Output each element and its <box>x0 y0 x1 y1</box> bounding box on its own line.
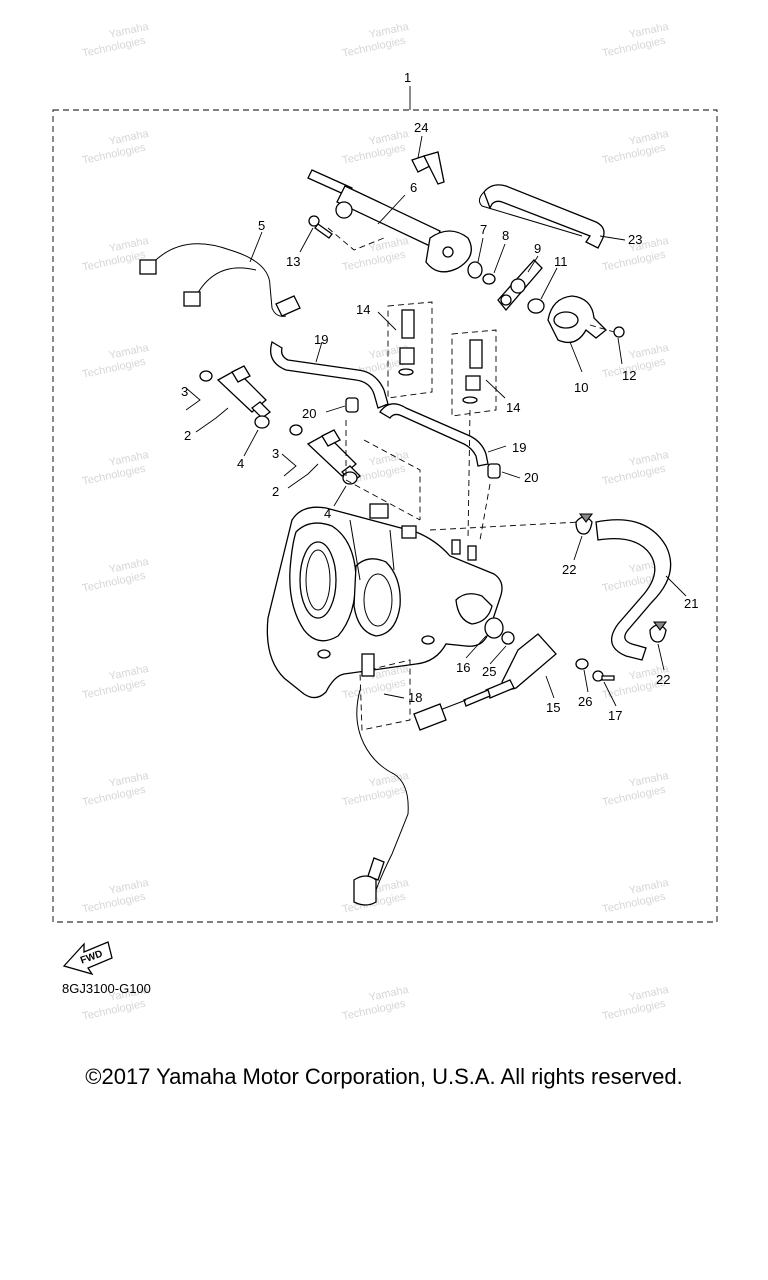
callout-25: 25 <box>482 664 496 679</box>
part-19-hose-b <box>379 403 507 467</box>
part-20-cap-a <box>325 397 359 413</box>
watermark-text: YamahaTechnologies <box>599 877 674 916</box>
callout-2a: 2 <box>184 428 191 443</box>
callout-26: 26 <box>578 694 592 709</box>
callout-1: 1 <box>404 70 411 85</box>
part-15-sensor <box>413 633 557 731</box>
callout-23: 23 <box>628 232 642 247</box>
callout-10: 10 <box>574 380 588 395</box>
watermark-text: YamahaTechnologies <box>79 128 154 167</box>
watermark-text: YamahaTechnologies <box>79 556 154 595</box>
watermark-text: YamahaTechnologies <box>599 984 674 1023</box>
watermark-text: YamahaTechnologies <box>79 342 154 381</box>
watermark-text: YamahaTechnologies <box>79 21 154 60</box>
callout-21: 21 <box>684 596 698 611</box>
watermark-text: YamahaTechnologies <box>339 128 414 167</box>
watermark-text: YamahaTechnologies <box>339 984 414 1023</box>
part-25-collar <box>489 631 515 665</box>
part-4-seal-b <box>333 471 358 507</box>
callout-14a: 14 <box>356 302 370 317</box>
callout-4b: 4 <box>324 506 331 521</box>
callout-12: 12 <box>622 368 636 383</box>
watermark-text: YamahaTechnologies <box>339 770 414 809</box>
part-16-oring <box>465 617 504 659</box>
part-22-clamp-b <box>649 621 668 671</box>
part-21-hose <box>595 519 687 661</box>
part-8-oring <box>482 243 506 285</box>
watermark-text: YamahaTechnologies <box>599 449 674 488</box>
part-2-injector-b <box>281 429 361 489</box>
part-5-harness <box>139 231 301 317</box>
callout-6: 6 <box>410 180 417 195</box>
fwd-arrow-icon: FWD <box>62 941 113 976</box>
callout-3a: 3 <box>181 384 188 399</box>
part-24-clip <box>411 135 445 185</box>
watermark-text: YamahaTechnologies <box>339 21 414 60</box>
callout-layer: 1 2 2 3 3 4 4 5 6 7 8 9 10 11 12 13 14 1… <box>181 70 698 723</box>
callout-22b: 22 <box>656 672 670 687</box>
part-17-screw <box>592 670 617 707</box>
callout-2b: 2 <box>272 484 279 499</box>
assembly-boundary <box>52 109 718 923</box>
callout-17: 17 <box>608 708 622 723</box>
callout-20b: 20 <box>524 470 538 485</box>
part-6-fuel-rail <box>307 169 472 273</box>
part-7-grommet <box>467 237 484 279</box>
part-10-pressure-regulator <box>547 295 607 373</box>
part-12-screw <box>589 324 625 365</box>
callout-22a: 22 <box>562 562 576 577</box>
callout-15: 15 <box>546 700 560 715</box>
part-14-filter-kit-a <box>377 301 433 399</box>
part-14-filter-kit-b <box>451 329 506 417</box>
part-19-hose-a <box>269 341 389 409</box>
copyright-notice: ©2017 Yamaha Motor Corporation, U.S.A. A… <box>85 1064 683 1089</box>
part-13-screw <box>299 215 333 253</box>
watermark-text: YamahaTechnologies <box>599 128 674 167</box>
callout-19b: 19 <box>512 440 526 455</box>
callout-3b: 3 <box>272 446 279 461</box>
callout-13: 13 <box>286 254 300 269</box>
diagram-code: 8GJ3100-G100 <box>62 981 151 996</box>
part-3-oring-b <box>289 424 303 436</box>
part-3-oring-a <box>199 370 213 382</box>
part-9-adapter <box>497 255 543 312</box>
watermark-text: YamahaTechnologies <box>79 770 154 809</box>
watermark-text: YamahaTechnologies <box>339 235 414 274</box>
callout-5: 5 <box>258 218 265 233</box>
callout-7: 7 <box>480 222 487 237</box>
part-11-oring <box>527 267 558 314</box>
callout-18: 18 <box>408 690 422 705</box>
watermark-text: YamahaTechnologies <box>599 770 674 809</box>
watermark-text: YamahaTechnologies <box>79 877 154 916</box>
callout-16: 16 <box>456 660 470 675</box>
throttle-body <box>266 409 581 699</box>
callout-20a: 20 <box>302 406 316 421</box>
callout-8: 8 <box>502 228 509 243</box>
part-26-washer <box>575 658 589 693</box>
callout-14b: 14 <box>506 400 520 415</box>
part-4-seal-a <box>243 415 270 457</box>
part-20-cap-b <box>487 463 521 479</box>
part-22-clamp-a <box>573 513 594 561</box>
callout-19a: 19 <box>314 332 328 347</box>
callout-9: 9 <box>534 241 541 256</box>
watermark-text: YamahaTechnologies <box>79 449 154 488</box>
callout-4a: 4 <box>237 456 244 471</box>
watermark-text: YamahaTechnologies <box>79 663 154 702</box>
part-23-hose <box>478 184 626 249</box>
part-2-injector-a <box>185 365 271 433</box>
callout-24: 24 <box>414 120 428 135</box>
watermark-text: YamahaTechnologies <box>599 21 674 60</box>
part-18-sensor-lead <box>353 653 411 906</box>
callout-11: 11 <box>554 254 568 269</box>
